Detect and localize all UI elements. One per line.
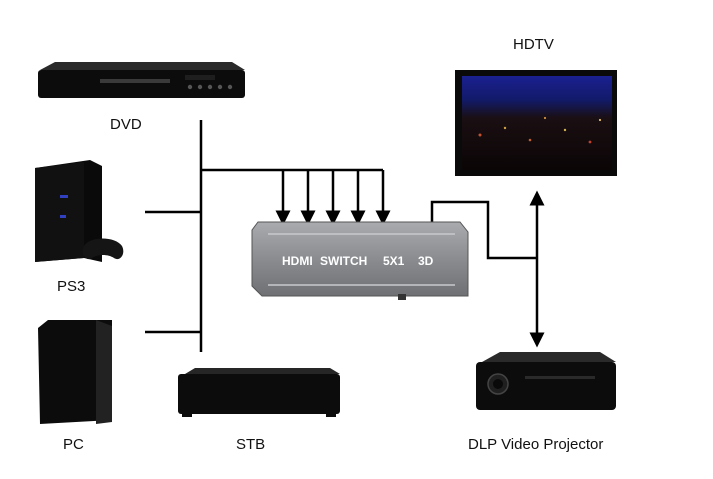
stb-box-icon [178, 368, 340, 417]
output-line [430, 200, 537, 260]
switch-label-switch: SWITCH [320, 254, 367, 268]
ps3-label: PS3 [57, 278, 86, 295]
hdtv-icon [455, 70, 617, 176]
pc-tower-icon [38, 320, 112, 424]
pc-label: PC [63, 436, 84, 453]
hdtv-label: HDTV [513, 36, 554, 53]
ps3-console-icon [35, 160, 124, 262]
hdmi-switch-device: HDMI SWITCH 5X1 3D [251, 221, 469, 300]
switch-label-hdmi: HDMI [282, 254, 313, 268]
projector-label: DLP Video Projector [468, 436, 604, 453]
dvd-player-icon [38, 62, 245, 98]
switch-label-ratio: 5X1 [383, 254, 405, 268]
projector-icon [476, 352, 616, 410]
output-wiring [430, 190, 545, 348]
stb-label: STB [236, 436, 266, 453]
dvd-label: DVD [110, 116, 142, 133]
switch-label-3d: 3D [418, 254, 434, 268]
input-wiring [145, 120, 391, 352]
